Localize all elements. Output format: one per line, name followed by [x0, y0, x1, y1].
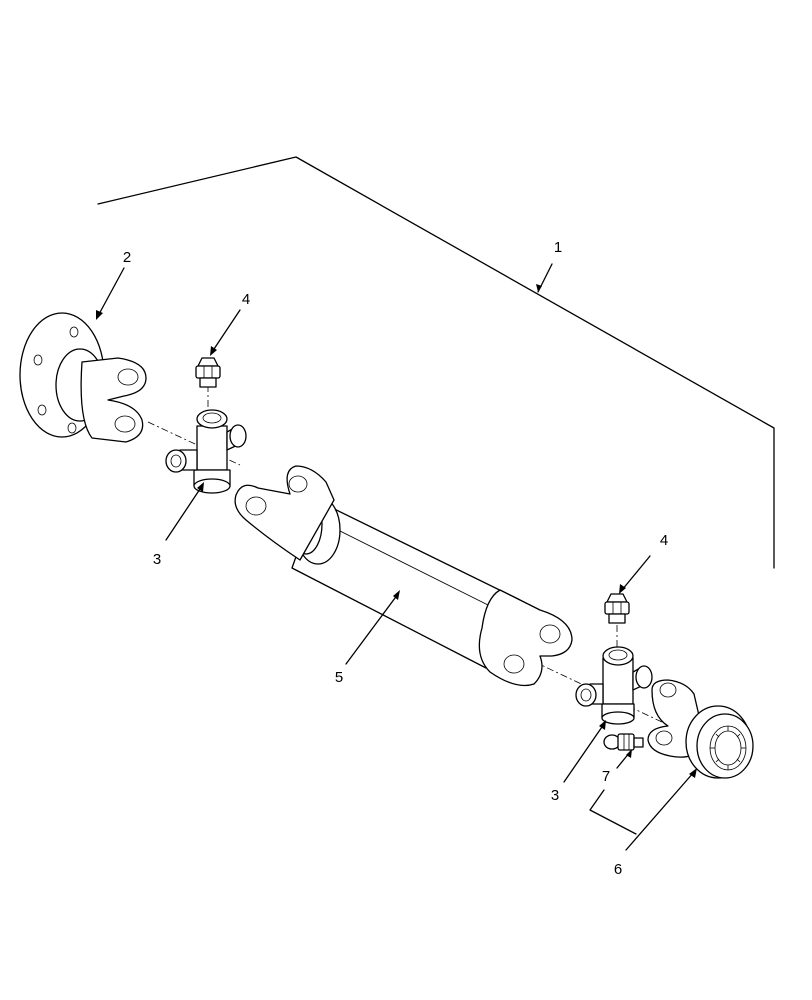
flange-yoke [19, 312, 147, 443]
leader-lines [96, 263, 697, 851]
assembly-bracket [97, 156, 775, 569]
universal-joint-cross-left [165, 409, 247, 494]
grease-fitting-angled [603, 733, 644, 751]
callout-4-left: 4 [242, 291, 250, 308]
callouts: 1 2 3 4 3 4 5 6 7 [123, 239, 668, 878]
driveshaft [234, 465, 573, 687]
universal-joint-cross-right [575, 646, 653, 725]
callout-6: 6 [614, 861, 622, 878]
callout-3-left: 3 [153, 551, 161, 568]
grease-fitting-right [604, 593, 630, 624]
callout-5: 5 [335, 669, 343, 686]
grease-fitting-left [195, 357, 221, 388]
callout-4-right: 4 [660, 532, 668, 549]
callout-3-right: 3 [551, 787, 559, 804]
splined-yoke [647, 679, 754, 779]
callout-1: 1 [554, 239, 562, 256]
callout-2: 2 [123, 249, 131, 266]
callout-7: 7 [602, 768, 610, 785]
